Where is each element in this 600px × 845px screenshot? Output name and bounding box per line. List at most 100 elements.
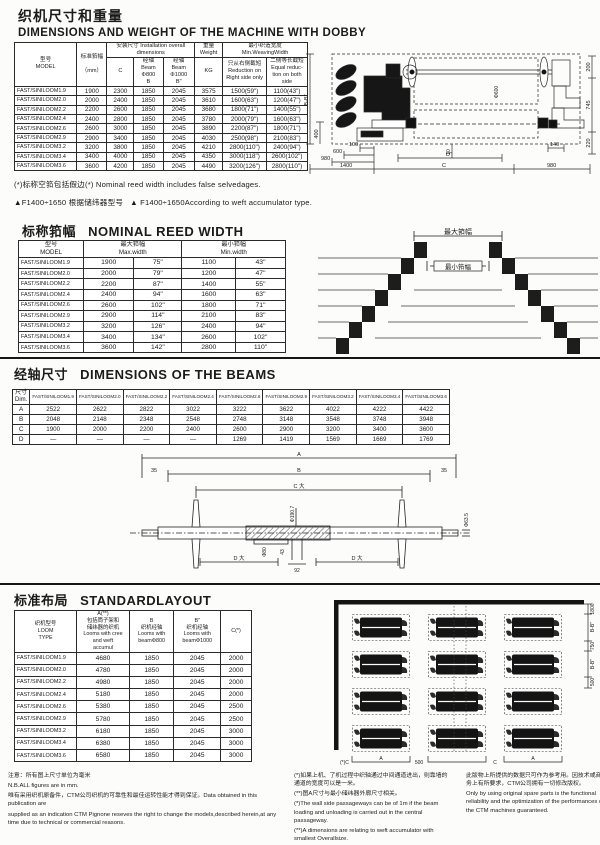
cell-b2: 2045	[173, 688, 222, 702]
cell-reed: 2400	[76, 114, 108, 125]
cell-c: 2000	[220, 675, 252, 690]
cell-v1: 2622	[75, 404, 124, 416]
table-row: FAST/SINILOOM3.4 6380 1850 2045 3000	[13, 736, 252, 751]
cell-a: 6580	[76, 748, 130, 763]
cell-v1: 2000	[75, 424, 124, 436]
cell-max-in: 102"	[133, 299, 183, 312]
cell-beam800: 1850	[133, 132, 164, 144]
cell-reed: 2600	[76, 123, 108, 134]
col-b2-en: Looms with	[183, 631, 211, 638]
cell-v7: 4222	[355, 404, 404, 416]
reed-width-table-body: FAST/SINILOOM1.9 1900 75" 1100 43" FAST/…	[17, 257, 286, 354]
table-row: FAST/SINILOOM2.6 2600 3000 1850 2045 389…	[13, 123, 309, 134]
cell-min-in: 83"	[235, 310, 286, 322]
footer-note-disclaimer-en: supplied as an indication CTM Pignone re…	[8, 811, 277, 826]
cell-min-mm: 1100	[181, 257, 237, 269]
cell-beam1000: 2045	[162, 142, 195, 153]
reed-width-table-header: 型号 MODEL 最大筘幅 Max.width 最小筘幅 Min.width	[17, 239, 286, 259]
cell-v3: 3022	[169, 404, 217, 416]
col-b2-cn: 织机经轴	[186, 624, 208, 631]
table-row: FAST/SINILOOM2.2 2200 87" 1400 55"	[17, 278, 286, 290]
cell-v0: 1900	[29, 424, 77, 436]
dim-200: 200	[586, 62, 592, 71]
cell-min-mm: 1200	[181, 267, 237, 280]
cell-reed: 3400	[76, 151, 108, 163]
col-reed-model-en: MODEL	[40, 249, 63, 257]
cell-v4: 1269	[215, 434, 264, 446]
table-row: FAST/SINILOOM1.9 1900 75" 1100 43"	[17, 257, 286, 269]
col-minweaving-group: 最小织造宽度 Min.WeavingWidth	[222, 42, 308, 58]
col-beam800-b: B	[146, 78, 151, 85]
cell-a: 5780	[76, 712, 130, 726]
cell-a: 4980	[76, 675, 130, 690]
cell-beam1000: 2045	[162, 114, 195, 125]
col-kg: KG	[193, 56, 224, 87]
col-reed-width: 标准筘幅 （mm）	[76, 42, 108, 87]
cell-max-in: 79"	[133, 267, 183, 280]
cell-min-in: 63"	[235, 288, 286, 301]
cell-reed: 2000	[76, 95, 108, 106]
cell-max-mm: 1900	[83, 257, 135, 269]
col-a: A(**) 包括筒子架和 储纬器的织机 Looms with cree and …	[76, 610, 130, 653]
cell-v6: 3548	[309, 414, 357, 426]
col-loom-cn: 织机型号	[34, 621, 57, 628]
cell-model: FAST/SINILOOM2.6	[17, 299, 85, 312]
cell-beam1000: 2045	[162, 161, 195, 172]
dim-dia600: Φ600	[494, 86, 500, 99]
cell-max-mm: 2400	[83, 288, 135, 301]
table-row: FAST/SINILOOM2.9 2900 3400 1850 2045 403…	[13, 132, 309, 144]
beam-dim-dia63: Φ63.5	[464, 513, 470, 527]
col-beam800-en: Beam	[141, 64, 156, 71]
reed-width-table: 型号 MODEL 最大筘幅 Max.width 最小筘幅 Min.width F…	[17, 239, 286, 354]
cell-b: 1850	[128, 688, 175, 702]
cell-b: 1850	[128, 748, 175, 763]
col-both-en: Equal reduc­tion on both side	[271, 64, 303, 85]
cell-b2: 2045	[173, 663, 222, 677]
cell-v4: 2748	[215, 414, 264, 426]
dim-d: D"	[446, 152, 452, 158]
layout-dim-wall-c: (*)C	[340, 760, 349, 766]
cell-reed: 2200	[76, 104, 108, 116]
col-loom-22: FAST/SINILOOM2.2	[122, 388, 171, 406]
cell-max-in: 134"	[133, 331, 183, 343]
col-beam1000: 经轴 Beam Φ1000 B"	[162, 56, 195, 87]
col-a-en3: accumul	[92, 644, 114, 651]
cell-dim: B	[11, 414, 31, 426]
cell-v5: 3622	[262, 404, 311, 416]
cell-model: FAST/SINILOOM3.6	[13, 161, 78, 172]
cell-right-only: 3200(126")	[222, 161, 267, 172]
col-a-en: Looms with cree	[83, 631, 123, 638]
cell-v7: 3748	[355, 414, 404, 426]
cell-v4: 3222	[215, 404, 264, 416]
footer-col-3: 此版物上所提供的数据只可作为参考用。因技术或商务上有所要求，CTM公司拥有一切修…	[466, 772, 600, 845]
warp-beam-diagram: A B C 大 35 35 Φ190.7 Φ80 Φ63.5 43 92 D 大…	[130, 452, 470, 574]
col-right-only: 只从右侧截短 Reduction on Right side only	[222, 56, 267, 87]
cell-model: FAST/SINILOOM1.9	[13, 85, 78, 97]
col-loom-29: FAST/SINILOOM2.9	[262, 388, 311, 406]
cell-b2: 2045	[173, 700, 222, 714]
cell-beam1000: 2045	[162, 95, 195, 106]
cell-min-mm: 1400	[181, 278, 237, 290]
layout-dim-750: 750	[590, 642, 596, 651]
cell-right-only: 2000(79")	[222, 114, 267, 125]
dim-10: 10	[446, 149, 452, 155]
cell-max-mm: 3400	[83, 331, 135, 343]
cell-right-only: 1500(59")	[222, 85, 267, 97]
col-loom-32: FAST/SINILOOM3.2	[309, 388, 357, 406]
col-b2-label: B"	[194, 617, 200, 624]
cell-a: 5380	[76, 700, 130, 714]
col-beam800-cn: 经轴	[142, 57, 154, 64]
page-title-en: DIMENSIONS AND WEIGHT OF THE MACHINE WIT…	[18, 27, 367, 39]
col-c: C	[106, 56, 135, 87]
cell-weight: 3680	[193, 104, 224, 116]
cell-b: 1850	[128, 700, 175, 714]
col-b2: B" 织机经轴 Looms with beamΦ1000	[173, 610, 222, 653]
layout-dim-a-2: A	[531, 756, 535, 762]
col-kg-label: KG	[204, 68, 213, 75]
cell-model: FAST/SINILOOM3.4	[13, 736, 78, 751]
dimensions-weight-table-body: FAST/SINILOOM1.9 1900 2300 1850 2045 357…	[13, 85, 309, 172]
cell-v3: 2400	[169, 424, 217, 436]
cell-beam1000: 2045	[162, 123, 195, 134]
col-reed-model: 型号 MODEL	[17, 239, 85, 259]
cell-reed: 3600	[76, 161, 108, 172]
